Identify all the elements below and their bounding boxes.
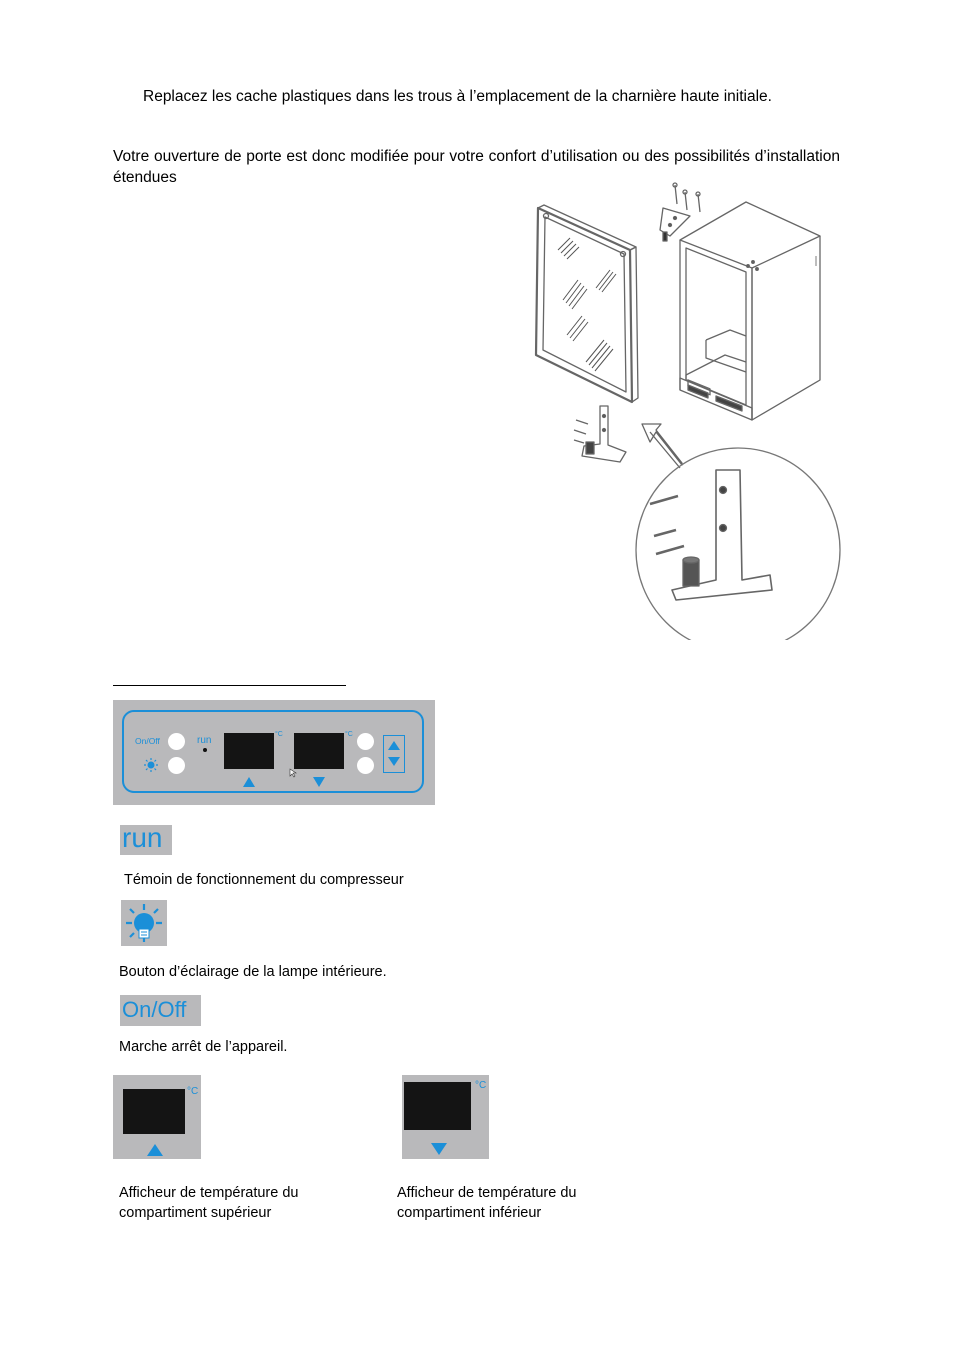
hinge-illustration (520, 180, 850, 640)
top-hinge-drawing (659, 182, 701, 242)
upper-temp-display (224, 733, 274, 769)
up-down-control[interactable] (383, 735, 405, 773)
onoff-legend-icon: On/Off (120, 995, 201, 1026)
upper-display-caption-line1: Afficheur de température du (119, 1185, 299, 1201)
onoff-legend-caption: Marche arrêt de l’appareil. (119, 1039, 288, 1055)
onoff-legend-icon-text: On/Off (122, 997, 187, 1022)
onoff-button[interactable] (168, 733, 185, 750)
panel-outline (122, 710, 424, 793)
lower-down-arrow-icon[interactable] (312, 776, 326, 788)
bullet-paragraph: Replacez les cache plastiques dans les t… (143, 88, 772, 105)
lower-display-caption-line2: compartiment inférieur (397, 1204, 542, 1221)
lower-display-legend-icon: °C (402, 1075, 489, 1159)
cabinet-drawing (679, 201, 821, 421)
light-bulb-icon (126, 904, 162, 942)
upper-display-legend-icon: °C (113, 1075, 201, 1159)
hinge-drawing (534, 182, 841, 640)
panel-run-label: run (197, 735, 212, 746)
upper-display-caption-line2: compartiment supérieur (119, 1204, 272, 1221)
cursor-icon (289, 768, 297, 778)
upper-display-legend-up-arrow-icon (146, 1143, 164, 1157)
lower-display-legend-unit: °C (475, 1080, 487, 1091)
light-legend-caption: Bouton d’éclairage de la lampe intérieur… (119, 964, 387, 980)
lower-display-legend-screen (404, 1082, 471, 1130)
bottom-hinge-drawing (573, 405, 627, 463)
control-panel: On/Off run °C °C (113, 700, 435, 805)
direction-arrow (641, 423, 683, 466)
lower-display-legend-down-arrow-icon (430, 1142, 448, 1156)
upper-display-legend-unit: °C (187, 1086, 199, 1097)
run-legend-caption: Témoin de fonctionnement du compresseur (124, 872, 404, 888)
panel-onoff-label: On/Off (135, 736, 160, 746)
upper-up-arrow-icon[interactable] (242, 776, 256, 788)
section-heading-rule (113, 685, 346, 686)
right-button-bottom[interactable] (357, 757, 374, 774)
lower-display-caption: Afficheur de température du compartiment… (397, 1184, 576, 1223)
lower-unit-label: °C (345, 731, 353, 738)
modification-paragraph: Votre ouverture de porte est donc modifi… (113, 148, 840, 186)
upper-unit-label: °C (275, 731, 283, 738)
light-legend-icon (121, 900, 167, 946)
up-down-arrows-icon (388, 741, 400, 766)
lower-temp-display (294, 733, 344, 769)
run-indicator-led (203, 748, 207, 752)
light-button[interactable] (168, 757, 185, 774)
light-icon (143, 757, 159, 773)
upper-display-legend-screen (123, 1089, 185, 1134)
door-drawing (534, 204, 639, 404)
run-legend-icon: run (120, 822, 172, 855)
lower-display-caption-line1: Afficheur de température du (397, 1185, 577, 1201)
right-button-top[interactable] (357, 733, 374, 750)
run-legend-icon-text: run (122, 822, 163, 853)
magnified-hinge-drawing (635, 447, 841, 640)
upper-display-caption: Afficheur de température du compartiment… (119, 1184, 298, 1223)
